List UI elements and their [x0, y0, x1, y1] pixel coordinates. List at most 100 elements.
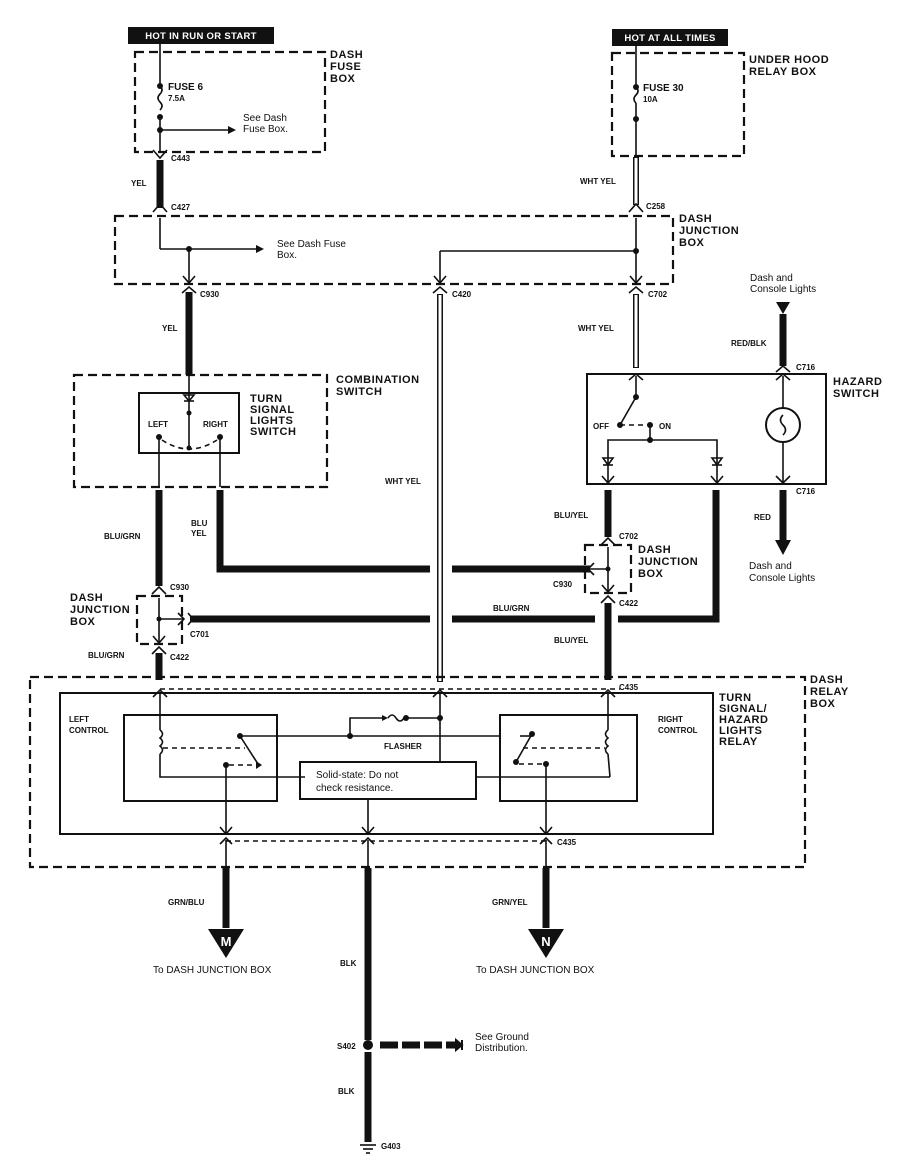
under-hood-relay-box: UNDER HOOD RELAY BOX FUSE 30 10A	[610, 46, 829, 158]
svg-text:COMBINATION: COMBINATION	[336, 374, 420, 386]
svg-text:N: N	[541, 934, 550, 949]
switch-actuator	[161, 439, 218, 450]
svg-text:C420: C420	[452, 290, 472, 299]
output-arrow-icon	[775, 540, 791, 555]
svg-text:See Dash: See Dash	[243, 113, 287, 124]
flasher-resistor-icon	[387, 714, 405, 722]
svg-text:WHT YEL: WHT YEL	[385, 477, 421, 486]
svg-text:RED/BLK: RED/BLK	[731, 339, 767, 348]
svg-text:GRN/BLU: GRN/BLU	[168, 898, 205, 907]
arrow-right-icon	[228, 126, 236, 134]
wire-blu-grn-left: BLU/GRN C930	[104, 490, 190, 595]
diode-icon	[601, 457, 615, 467]
input-arrow-icon	[776, 302, 790, 314]
svg-text:C435: C435	[557, 838, 577, 847]
wire-blu-yel-hazard: BLU/YEL C702	[554, 490, 639, 546]
power-source-label: HOT IN RUN OR START	[145, 31, 257, 42]
svg-text:SWITCH: SWITCH	[250, 426, 296, 438]
left-control	[123, 714, 278, 802]
svg-text:UNDER HOOD: UNDER HOOD	[749, 54, 829, 66]
svg-text:Console Lights: Console Lights	[750, 284, 816, 295]
svg-text:To DASH JUNCTION BOX: To DASH JUNCTION BOX	[476, 965, 595, 976]
svg-text:RIGHT: RIGHT	[658, 715, 683, 724]
svg-text:C422: C422	[619, 599, 639, 608]
dash-console-lights-output: C716 RED Dash and Console Lights	[749, 487, 816, 584]
svg-text:M: M	[221, 934, 232, 949]
svg-text:BOX: BOX	[679, 237, 705, 249]
fuse-30-icon	[633, 86, 639, 104]
svg-text:BLK: BLK	[338, 1087, 355, 1096]
dash-fuse-box: DASH FUSE BOX FUSE 6 7.5A See Dash Fuse …	[133, 44, 363, 154]
svg-text:FUSE: FUSE	[330, 61, 361, 73]
svg-text:TURN: TURN	[719, 692, 752, 704]
svg-text:BLU/GRN: BLU/GRN	[493, 604, 530, 613]
svg-text:OFF: OFF	[593, 422, 609, 431]
svg-text:YEL: YEL	[131, 179, 147, 188]
solid-state-module	[299, 761, 477, 800]
combination-switch: COMBINATION SWITCH	[72, 373, 420, 489]
svg-text:JUNCTION: JUNCTION	[638, 556, 698, 568]
svg-text:See Ground: See Ground	[475, 1032, 529, 1043]
svg-text:BLU/GRN: BLU/GRN	[104, 532, 141, 541]
svg-text:Distribution.: Distribution.	[475, 1043, 528, 1054]
svg-text:C716: C716	[796, 363, 816, 372]
svg-text:C716: C716	[796, 487, 816, 496]
svg-text:JUNCTION: JUNCTION	[70, 604, 130, 616]
svg-text:10A: 10A	[643, 95, 658, 104]
relay-coil-icon	[158, 729, 164, 755]
svg-text:BLK: BLK	[340, 959, 357, 968]
power-source-label: HOT AT ALL TIMES	[624, 33, 715, 44]
wire-yel-combination: C930 YEL	[162, 285, 220, 375]
svg-text:RELAY BOX: RELAY BOX	[749, 66, 817, 78]
svg-text:Dash and: Dash and	[749, 561, 792, 572]
svg-text:BOX: BOX	[810, 698, 836, 710]
svg-text:Fuse Box.: Fuse Box.	[243, 124, 288, 135]
svg-text:RED: RED	[754, 513, 771, 522]
wire-wht-yel-hazard: C702 WHT YEL	[578, 285, 668, 368]
wire-blu-grn-relay: BLU/GRN C422	[88, 645, 190, 680]
svg-text:LIGHTS: LIGHTS	[719, 725, 762, 737]
wire-wht-yel-center: C420 WHT YEL	[385, 285, 472, 682]
svg-text:HAZARD: HAZARD	[833, 376, 882, 388]
diode-icon	[182, 394, 196, 403]
wire-blu-yel-cross: BLU YEL	[191, 490, 590, 573]
svg-text:DASH: DASH	[330, 49, 363, 61]
svg-text:C422: C422	[170, 653, 190, 662]
ground-icon	[360, 1144, 376, 1154]
svg-text:SWITCH: SWITCH	[833, 388, 879, 400]
right-control	[499, 714, 638, 802]
svg-text:WHT YEL: WHT YEL	[580, 177, 616, 186]
turn-signal-hazard-relay: TURN SIGNAL/ HAZARD LIGHTS RELAY LEFT CO…	[59, 688, 768, 836]
output-m: GRN/BLU M To DASH JUNCTION BOX	[153, 868, 272, 976]
svg-text:BLU/YEL: BLU/YEL	[554, 511, 588, 520]
relay-contact-right	[515, 733, 533, 763]
dash-console-lights-input: Dash and Console Lights RED/BLK C716	[731, 273, 816, 373]
svg-text:Dash and: Dash and	[750, 273, 793, 284]
dash-junction-box-left: DASH JUNCTION BOX C701	[70, 592, 210, 646]
svg-text:YEL: YEL	[191, 529, 207, 538]
svg-text:BLU/YEL: BLU/YEL	[554, 636, 588, 645]
svg-text:DASH: DASH	[810, 674, 843, 686]
svg-text:SWITCH: SWITCH	[336, 386, 382, 398]
hazard-switch: HAZARD SWITCH OFF ON	[586, 372, 882, 485]
power-source-hot-all-times: HOT AT ALL TIMES	[612, 29, 728, 46]
svg-text:WHT YEL: WHT YEL	[578, 324, 614, 333]
splice-s402	[363, 1040, 373, 1050]
svg-text:C435: C435	[619, 683, 639, 692]
svg-text:LEFT: LEFT	[69, 715, 89, 724]
svg-text:FUSE 6: FUSE 6	[168, 82, 203, 93]
svg-text:C701: C701	[190, 630, 210, 639]
svg-text:BLU: BLU	[191, 519, 208, 528]
svg-text:C427: C427	[171, 203, 191, 212]
svg-text:C702: C702	[619, 532, 639, 541]
wire-blu-yel-relay: BLU/YEL	[554, 594, 616, 680]
svg-text:LEFT: LEFT	[148, 420, 168, 429]
svg-text:SIGNAL/: SIGNAL/	[719, 703, 767, 715]
svg-text:Solid-state: Do not: Solid-state: Do not	[316, 770, 398, 781]
svg-text:FUSE 30: FUSE 30	[643, 83, 684, 94]
svg-text:BOX: BOX	[638, 568, 664, 580]
svg-text:C258: C258	[646, 202, 666, 211]
svg-text:YEL: YEL	[162, 324, 178, 333]
wire-yel-fuse6: C443 YEL C427	[131, 149, 191, 213]
svg-text:C702: C702	[648, 290, 668, 299]
